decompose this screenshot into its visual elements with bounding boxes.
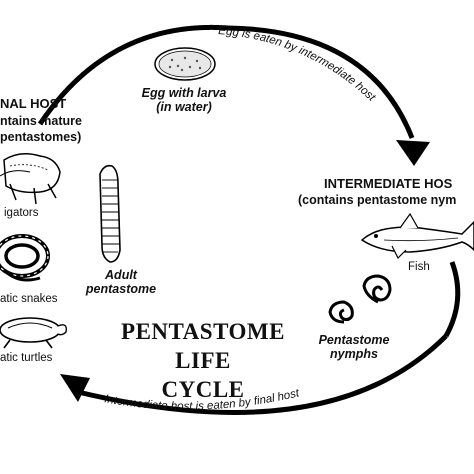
intermediate-host-subtitle: (contains pentastome nym <box>298 193 457 207</box>
final-host-title: NAL HOST <box>0 96 67 111</box>
alligator-illustration <box>0 153 61 205</box>
final-host-subtitle-2: pentastomes) <box>0 130 82 144</box>
egg-label-line2: (in water) <box>156 100 212 114</box>
snakes-label: atic snakes <box>0 293 58 305</box>
adult-label-line2: pentastome <box>85 282 157 296</box>
nymphs-label-line2: nymphs <box>330 347 378 361</box>
title-line2: LIFE <box>175 348 231 373</box>
adult-label-line1: Adult <box>105 268 137 282</box>
nymphs-illustration <box>328 274 392 324</box>
top-arrowhead <box>396 140 430 166</box>
snake-illustration <box>0 234 50 282</box>
intermediate-host-title: INTERMEDIATE HOS <box>324 176 453 191</box>
top-right-arc-arrow <box>227 25 415 139</box>
adult-pentastome-illustration <box>99 164 121 263</box>
egg-illustration <box>154 47 216 81</box>
bottom-arrowhead <box>60 374 90 402</box>
bottom-arc-arrow <box>77 334 448 415</box>
fish-illustration <box>360 212 474 260</box>
title-line3: CYCLE <box>161 377 245 402</box>
title-line1: PENTASTOME <box>121 319 285 344</box>
adult-pentastome-label: Adult pentastome <box>76 268 166 296</box>
egg-label-line1: Egg with larva <box>141 86 227 100</box>
nymphs-label-line1: Pentastome <box>318 333 390 347</box>
diagram-title: PENTASTOME LIFE CYCLE <box>118 317 288 404</box>
turtle-illustration <box>0 317 68 349</box>
final-host-subtitle-1: ntains mature <box>0 114 82 128</box>
top-left-arc <box>37 24 229 126</box>
nymphs-label: Pentastome nymphs <box>306 333 402 361</box>
right-arc <box>443 261 461 338</box>
turtles-label: atic turtles <box>0 352 53 364</box>
fish-label: Fish <box>408 261 430 273</box>
egg-label: Egg with larva (in water) <box>128 86 240 114</box>
alligators-label: igators <box>4 207 39 219</box>
